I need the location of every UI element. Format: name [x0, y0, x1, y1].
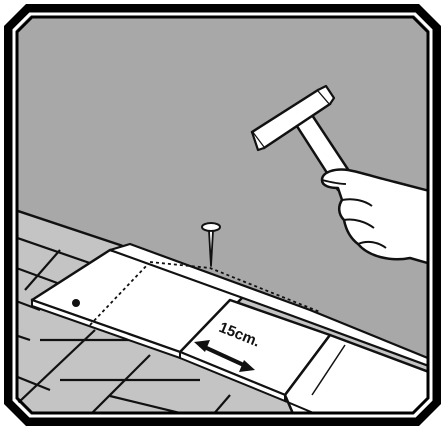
- nail-position-dot: [72, 299, 80, 307]
